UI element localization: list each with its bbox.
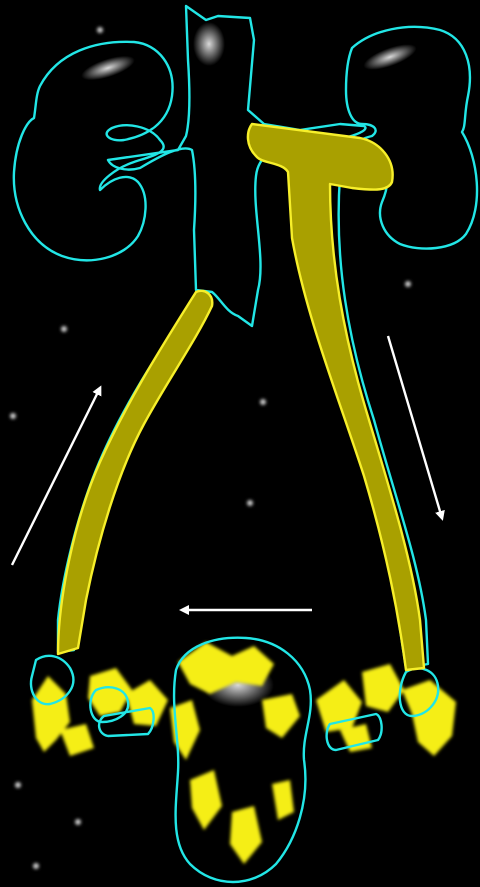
highlighted-ureters	[58, 124, 424, 670]
pelvic-uptake	[32, 642, 456, 864]
left-ureter-highlight	[58, 291, 212, 654]
right-kidney-outline	[346, 27, 477, 249]
arrow-down-right-icon	[388, 336, 442, 518]
right-ureter-highlight	[248, 124, 424, 670]
